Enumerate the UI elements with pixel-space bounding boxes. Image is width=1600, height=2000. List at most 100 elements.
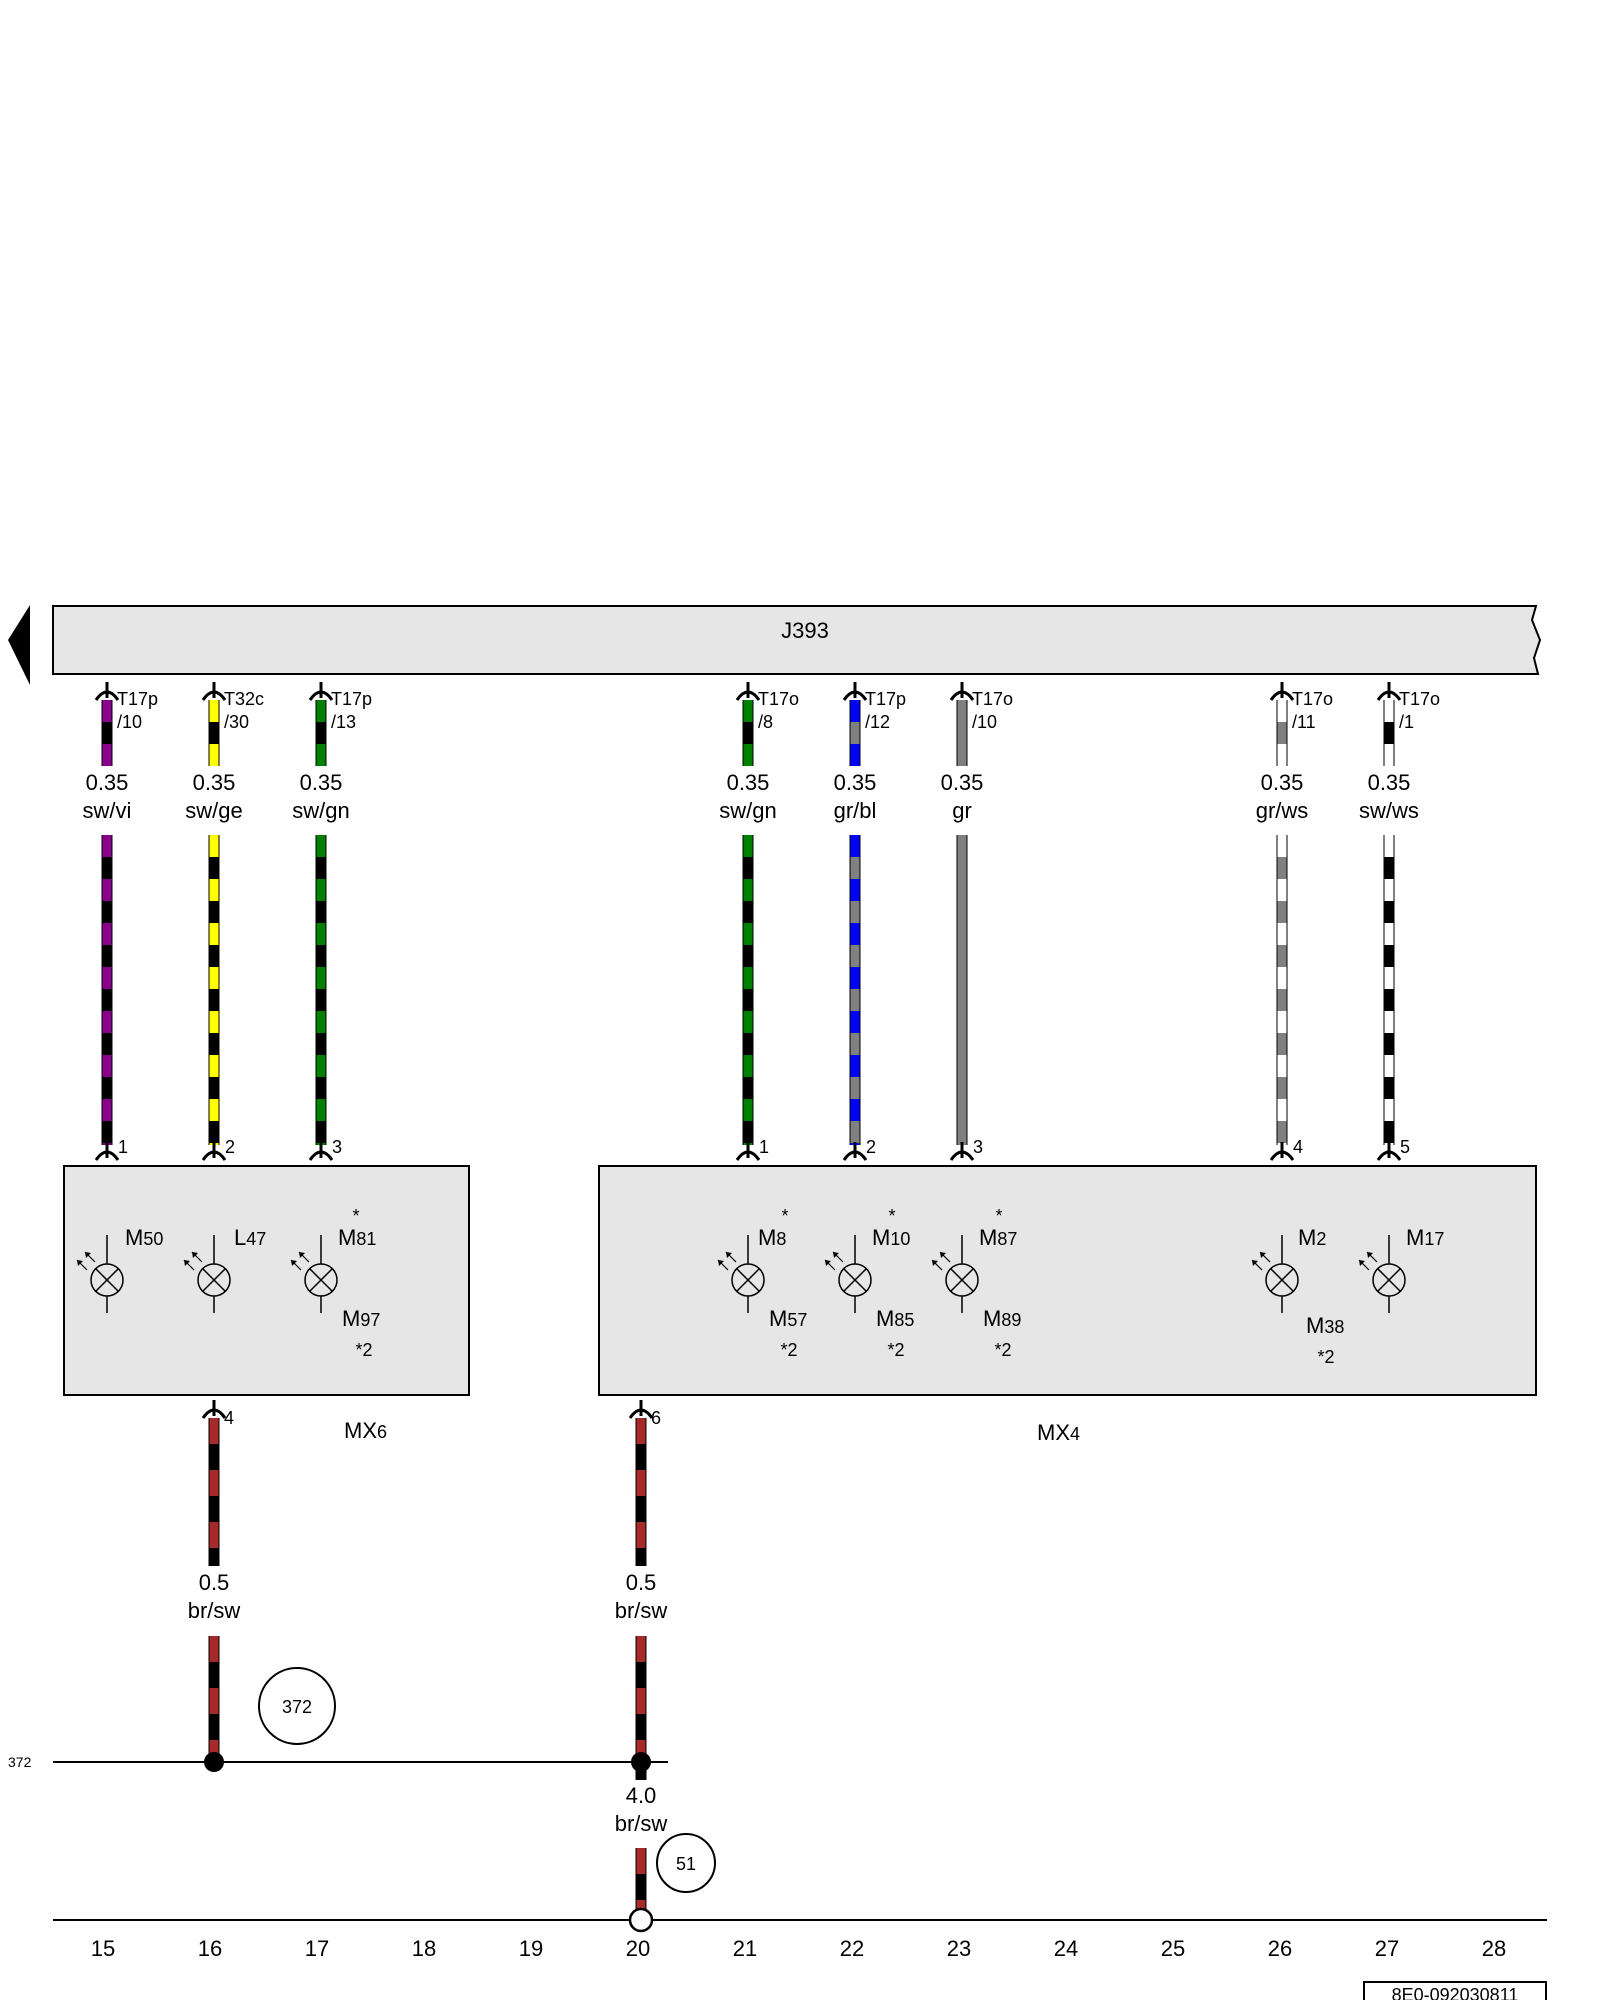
wire-1-lower-segment bbox=[102, 1099, 112, 1121]
wire-6-end-pin: 3 bbox=[973, 1137, 983, 1157]
wire-5-lower-segment bbox=[850, 901, 860, 923]
wire-2-lower-segment bbox=[209, 835, 219, 857]
wire-4-end-pin: 1 bbox=[759, 1137, 769, 1157]
lamp-icon bbox=[76, 1235, 124, 1313]
doc-ref-label: 8E0-092030811 bbox=[1392, 1985, 1519, 2000]
wire-3-lower-segment bbox=[316, 989, 326, 1011]
wire-8-lower-segment bbox=[1384, 901, 1394, 923]
wire-1-lower-segment bbox=[102, 1077, 112, 1099]
wire-6-lower-segment bbox=[957, 945, 967, 967]
wire-2-end-pin: 2 bbox=[225, 1137, 235, 1157]
wire-5-bottom-connector bbox=[842, 1142, 868, 1161]
lamp-ray-head bbox=[833, 1252, 839, 1258]
wire-4-lower-segment bbox=[743, 1033, 753, 1055]
lamp-m38-label: M38 bbox=[1306, 1313, 1344, 1338]
wire-7-upper-segment bbox=[1277, 722, 1287, 744]
ground-wire-2-connector bbox=[628, 1400, 654, 1419]
wire-3-size: 0.35 bbox=[300, 770, 343, 795]
lamp-m87-star: * bbox=[995, 1206, 1002, 1226]
wire-1-lower-segment bbox=[102, 923, 112, 945]
wire-6-lower-segment bbox=[957, 1011, 967, 1033]
wire-8-lower-segment bbox=[1384, 923, 1394, 945]
wire-4-upper bbox=[742, 700, 754, 766]
wire-2-lower-segment bbox=[209, 901, 219, 923]
lamp-ray-head bbox=[1252, 1260, 1258, 1266]
wire-5-lower-segment bbox=[850, 1121, 860, 1143]
ground-point bbox=[628, 1907, 654, 1933]
wire-7-connector: T17o bbox=[1292, 689, 1333, 709]
wire-5-lower-segment bbox=[850, 1099, 860, 1121]
wire-5-lower-segment bbox=[850, 879, 860, 901]
wire-8-lower-segment bbox=[1384, 1121, 1394, 1143]
lamp-ray-head bbox=[85, 1252, 91, 1258]
wire-8-code: sw/ws bbox=[1359, 798, 1419, 823]
wire-2-upper-segment bbox=[209, 700, 219, 722]
wire-3-lower-segment bbox=[316, 967, 326, 989]
wire-7-lower-segment bbox=[1277, 967, 1287, 989]
wire-7-lower-segment bbox=[1277, 1055, 1287, 1077]
wire-8-lower-segment bbox=[1384, 1011, 1394, 1033]
wire-2-upper bbox=[208, 700, 220, 766]
wire-8-top-connector bbox=[1376, 682, 1402, 701]
lamp-layer bbox=[76, 1235, 1406, 1313]
ground-wire-2-upper-segment bbox=[636, 1496, 646, 1522]
module-mx4-label: MX4 bbox=[1037, 1420, 1080, 1445]
wire-4-upper-segment bbox=[743, 722, 753, 744]
wire-6-upper-segment bbox=[957, 744, 967, 766]
wire-4-bottom-connector bbox=[735, 1142, 761, 1161]
wire-1-lower-segment bbox=[102, 857, 112, 879]
wire-4-size: 0.35 bbox=[727, 770, 770, 795]
wire-8-lower-segment bbox=[1384, 989, 1394, 1011]
ground-wire-1-upper-segment bbox=[209, 1548, 219, 1566]
wire-8-lower-segment bbox=[1384, 967, 1394, 989]
wire-3-code: sw/gn bbox=[292, 798, 349, 823]
wire-5-connector: T17p bbox=[865, 689, 906, 709]
wire-2-lower-segment bbox=[209, 857, 219, 879]
wire-7-bottom-connector bbox=[1269, 1142, 1295, 1161]
wire-6-upper-segment bbox=[957, 722, 967, 744]
wire-8-lower bbox=[1383, 835, 1395, 1145]
ground-wire-1-lower-segment bbox=[209, 1688, 219, 1714]
lamp-ray-head bbox=[184, 1260, 190, 1266]
wire-7-top-connector bbox=[1269, 682, 1295, 701]
ground-wire-1-upper-segment bbox=[209, 1470, 219, 1496]
ground-wire-1-pin: 4 bbox=[224, 1408, 234, 1428]
wire-4-lower-segment bbox=[743, 1121, 753, 1143]
wire-4-lower-segment bbox=[743, 857, 753, 879]
module-mx6-label: MX6 bbox=[344, 1418, 387, 1443]
wire-6-upper-segment bbox=[957, 700, 967, 722]
lamp-l47-label: L47 bbox=[234, 1225, 266, 1250]
wire-5-upper bbox=[849, 700, 861, 766]
wire-1-upper bbox=[101, 700, 113, 766]
grid-number: 18 bbox=[412, 1936, 436, 1961]
wire-1-size: 0.35 bbox=[86, 770, 129, 795]
wire-8-end-pin: 5 bbox=[1400, 1137, 1410, 1157]
wire-7-lower-segment bbox=[1277, 945, 1287, 967]
grid-number: 19 bbox=[519, 1936, 543, 1961]
ground-wire-2-lower bbox=[635, 1636, 647, 1762]
wire-6-lower bbox=[956, 835, 968, 1145]
wire-5-pin: /12 bbox=[865, 712, 890, 732]
wire-1-end-pin: 1 bbox=[118, 1137, 128, 1157]
wire-1-upper-segment bbox=[102, 700, 112, 722]
wire-6-lower-segment bbox=[957, 989, 967, 1011]
ground-wire-2-pin: 6 bbox=[651, 1408, 661, 1428]
wire-6-size: 0.35 bbox=[941, 770, 984, 795]
control-unit-j393: J393 bbox=[8, 605, 1542, 685]
wire-2-top-connector bbox=[201, 682, 227, 701]
lamp-m50-label: M50 bbox=[125, 1225, 163, 1250]
wire-5-upper-segment bbox=[850, 722, 860, 744]
wire-7-lower-segment bbox=[1277, 989, 1287, 1011]
wire-3-lower-segment bbox=[316, 923, 326, 945]
wire-4-pin: /8 bbox=[758, 712, 773, 732]
lamp-cross bbox=[95, 1268, 119, 1292]
wire-1-bottom-connector bbox=[94, 1142, 120, 1161]
wire-2-upper-segment bbox=[209, 722, 219, 744]
wire-3-lower-segment bbox=[316, 1011, 326, 1033]
wire-3-lower-segment bbox=[316, 1099, 326, 1121]
wire-8-lower-segment bbox=[1384, 945, 1394, 967]
wire-labels: 0.35 sw/vi 0.35 sw/ge 0.35 sw/gn 0.35 sw… bbox=[83, 770, 1419, 823]
doc-ref: 8E0-092030811 bbox=[1363, 1981, 1547, 2000]
wire-2-lower-segment bbox=[209, 989, 219, 1011]
wire-5-lower-segment bbox=[850, 1077, 860, 1099]
